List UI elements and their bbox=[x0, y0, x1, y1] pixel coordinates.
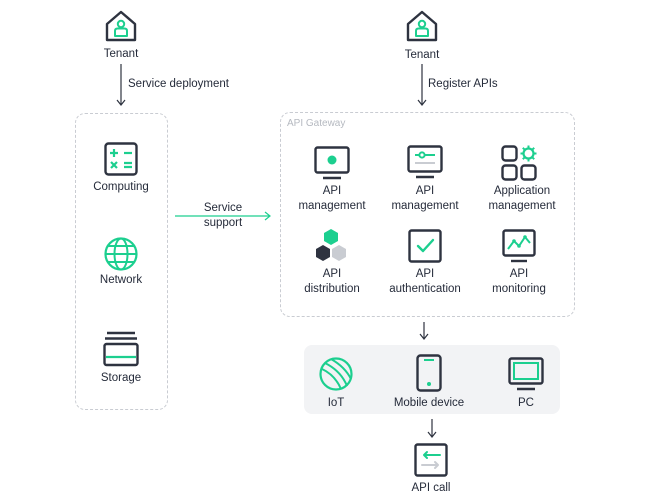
gateway-item-line2: monitoring bbox=[492, 283, 546, 295]
gateway-item-line2: management bbox=[298, 200, 366, 212]
gateway-item-api-management-1: API management bbox=[292, 184, 372, 214]
gateway-item-line1: API bbox=[415, 185, 435, 197]
api-gateway-box bbox=[280, 112, 575, 317]
computing-label: Computing bbox=[93, 181, 149, 193]
arrow-clients-to-api-call bbox=[427, 419, 437, 438]
network-label: Network bbox=[99, 274, 143, 286]
service-support-label: Service support bbox=[188, 201, 258, 231]
infrastructure-box bbox=[75, 113, 168, 410]
gateway-item-line2: management bbox=[391, 200, 459, 212]
storage-icon bbox=[103, 331, 139, 367]
gateway-item-line2: distribution bbox=[304, 283, 360, 295]
gateway-item-api-distribution: API distribution bbox=[292, 267, 372, 297]
service-support-line1: Service bbox=[203, 202, 243, 214]
network-icon bbox=[104, 237, 138, 271]
gateway-item-api-monitoring: API monitoring bbox=[479, 267, 559, 297]
tenant-house-icon bbox=[105, 10, 137, 42]
tenant-house-icon bbox=[406, 10, 438, 42]
api-management-slider-icon bbox=[407, 145, 443, 179]
gateway-item-application-management: Application management bbox=[477, 184, 567, 214]
gateway-item-line1: Application bbox=[493, 185, 551, 197]
gateway-item-line2: authentication bbox=[389, 283, 461, 295]
pc-label: PC bbox=[518, 397, 534, 409]
hexagon-cluster-icon bbox=[316, 229, 346, 261]
tenant-label-left: Tenant bbox=[103, 48, 139, 60]
gateway-item-line1: API bbox=[509, 268, 529, 280]
gateway-item-line1: API bbox=[415, 268, 435, 280]
gateway-item-api-authentication: API authentication bbox=[380, 267, 470, 297]
line-graph-icon bbox=[502, 229, 536, 263]
arrow-service-support bbox=[175, 211, 271, 221]
gateway-item-line1: API bbox=[322, 185, 342, 197]
service-support-line2: support bbox=[203, 217, 243, 229]
arrow-gateway-to-clients bbox=[419, 322, 429, 340]
arrow-register-apis bbox=[417, 64, 427, 106]
application-grid-icon bbox=[501, 145, 537, 181]
storage-label: Storage bbox=[100, 372, 142, 384]
api-call-label: API call bbox=[411, 482, 451, 494]
arrow-service-deployment bbox=[116, 64, 126, 106]
mobile-device-icon bbox=[416, 354, 442, 392]
checkmark-icon bbox=[408, 229, 442, 263]
mobile-device-label: Mobile device bbox=[393, 397, 465, 409]
api-management-screen-icon bbox=[314, 146, 350, 180]
api-call-icon bbox=[414, 443, 448, 477]
gateway-item-line2: management bbox=[488, 200, 556, 212]
globe-icon bbox=[319, 357, 353, 391]
gateway-item-line1: API bbox=[322, 268, 342, 280]
iot-label: IoT bbox=[327, 397, 345, 409]
tenant-label-right: Tenant bbox=[404, 49, 440, 61]
api-gateway-title: API Gateway bbox=[287, 118, 346, 129]
gateway-item-api-management-2: API management bbox=[385, 184, 465, 214]
register-apis-label: Register APIs bbox=[428, 78, 498, 90]
service-deployment-label: Service deployment bbox=[128, 78, 229, 90]
monitor-icon bbox=[508, 357, 544, 391]
computing-icon bbox=[104, 142, 138, 176]
